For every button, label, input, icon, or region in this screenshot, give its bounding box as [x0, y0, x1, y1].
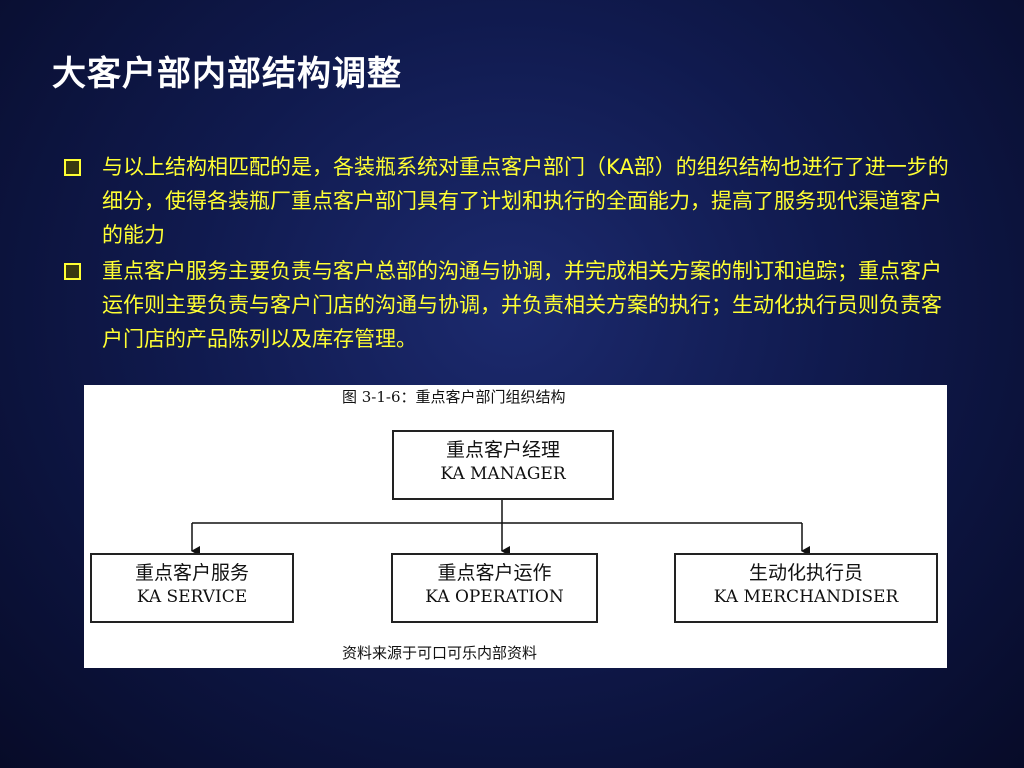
- node-title-en: KA MANAGER: [440, 464, 566, 484]
- bullet-text: 重点客户服务主要负责与客户总部的沟通与协调，并完成相关方案的制订和追踪；重点客户…: [102, 259, 942, 351]
- org-chart-figure: 图 3-1-6：重点客户部门组织结构 重点客户经理 KA MANAGER 重点客…: [84, 385, 947, 668]
- node-title-cn: 重点客户经理: [445, 439, 560, 461]
- slide-title: 大客户部内部结构调整: [52, 54, 402, 94]
- org-chart-connectors: [191, 498, 810, 556]
- node-title-en: KA MERCHANDISER: [713, 587, 899, 607]
- org-node-ka-merchandiser: 生动化执行员 KA MERCHANDISER: [674, 553, 938, 623]
- org-node-ka-service: 重点客户服务 KA SERVICE: [90, 553, 294, 623]
- node-title-cn: 重点客户运作: [437, 562, 552, 584]
- checkbox-bullet-icon: [64, 159, 81, 176]
- figure-caption: 图 3-1-6：重点客户部门组织结构: [342, 388, 566, 406]
- bullet-list: 与以上结构相匹配的是，各装瓶系统对重点客户部门（KA部）的组织结构也进行了进一步…: [62, 150, 952, 356]
- figure-source-note: 资料来源于可口可乐内部资料: [342, 644, 538, 662]
- org-node-ka-operation: 重点客户运作 KA OPERATION: [391, 553, 598, 623]
- node-title-en: KA SERVICE: [136, 587, 248, 607]
- org-node-ka-manager: 重点客户经理 KA MANAGER: [392, 430, 614, 500]
- checkbox-bullet-icon: [64, 263, 81, 280]
- bullet-item: 重点客户服务主要负责与客户总部的沟通与协调，并完成相关方案的制订和追踪；重点客户…: [62, 254, 952, 356]
- bullet-item: 与以上结构相匹配的是，各装瓶系统对重点客户部门（KA部）的组织结构也进行了进一步…: [62, 150, 952, 252]
- node-title-cn: 生动化执行员: [748, 562, 863, 584]
- node-title-en: KA OPERATION: [425, 587, 564, 607]
- bullet-text: 与以上结构相匹配的是，各装瓶系统对重点客户部门（KA部）的组织结构也进行了进一步…: [102, 155, 949, 247]
- node-title-cn: 重点客户服务: [134, 562, 249, 584]
